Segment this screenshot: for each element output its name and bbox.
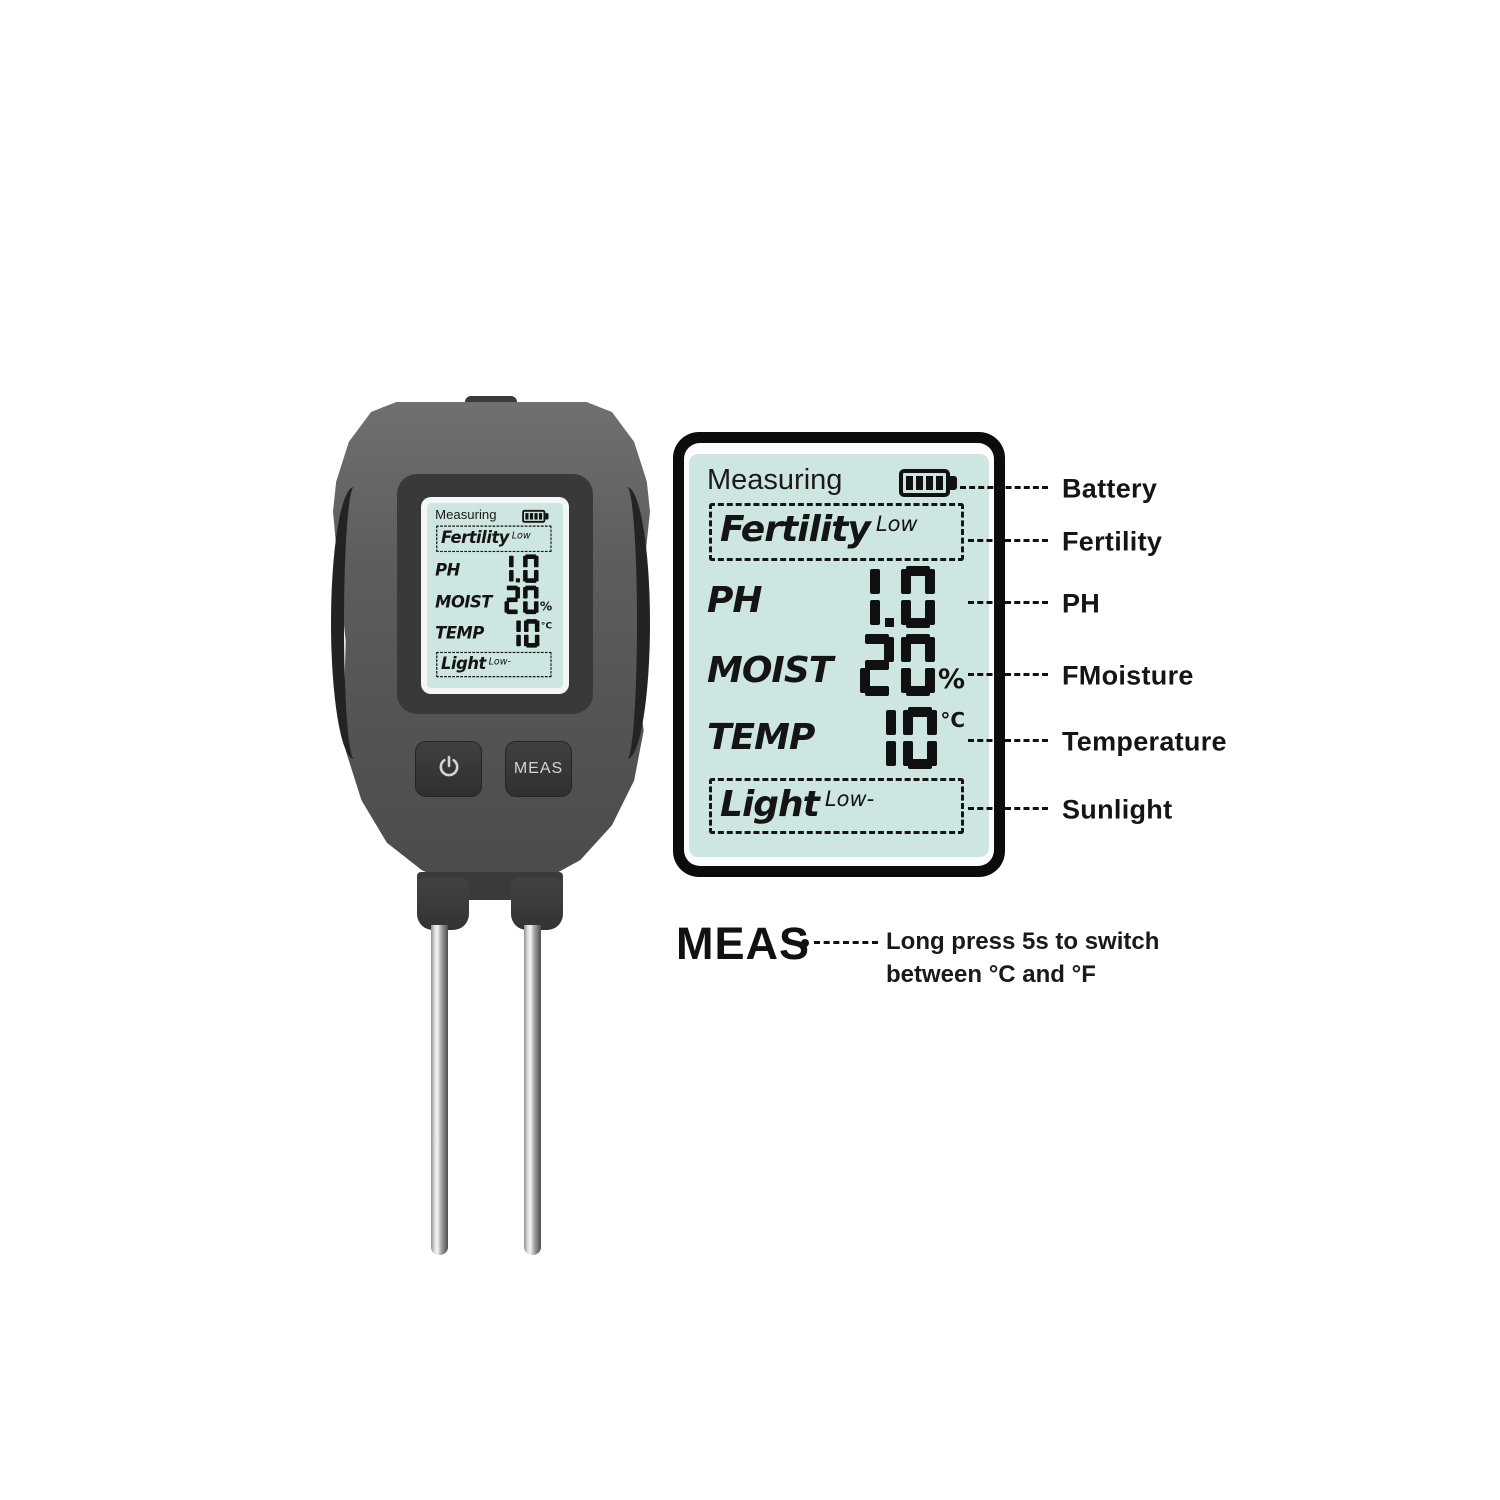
- fertility-value: Low: [875, 512, 918, 536]
- callout-line-fertility: [968, 539, 1048, 542]
- power-button[interactable]: [415, 741, 482, 797]
- moist-unit: %: [937, 664, 965, 695]
- callout-line-temperature: [968, 739, 1048, 742]
- meas-note-line1: Long press 5s to switch: [886, 928, 1160, 955]
- fertility-display-box: Fertility Low: [436, 525, 552, 553]
- meas-callout-note: Long press 5s to switch between °C and °…: [886, 925, 1159, 991]
- moist-unit: %: [539, 599, 553, 614]
- ph-value-digits: [839, 566, 935, 628]
- light-display-box: Light Low-: [709, 778, 964, 834]
- temp-value-digits: [502, 619, 540, 648]
- callout-label-ph: PH: [1062, 588, 1101, 619]
- battery-icon: [522, 509, 549, 523]
- moist-label: MOIST: [707, 650, 833, 691]
- meas-callout-title: MEAS: [676, 918, 811, 969]
- meas-note-line2: between °C and °F: [886, 961, 1096, 988]
- callout-line-moisture: [968, 673, 1048, 676]
- temp-unit: °C: [540, 619, 553, 631]
- moist-value-digits: [853, 634, 935, 696]
- temp-value-digits: [855, 707, 938, 769]
- fertility-label: Fertility: [441, 528, 509, 548]
- meas-button[interactable]: MEAS: [505, 741, 572, 797]
- measuring-label: Measuring: [435, 507, 497, 523]
- light-value: Low-: [488, 655, 511, 667]
- battery-icon: [899, 469, 957, 497]
- ph-label: PH: [707, 580, 763, 621]
- lcd-content-small: Measuring Fertility Low PH MOIST % TEMP …: [427, 503, 563, 688]
- callout-label-temperature: Temperature: [1062, 726, 1227, 757]
- temp-unit: °C: [940, 708, 965, 732]
- power-icon: [435, 753, 463, 786]
- callout-line-ph: [968, 601, 1048, 604]
- meas-callout-dot: [801, 939, 809, 947]
- meas-button-label: MEAS: [513, 760, 564, 777]
- fertility-value: Low: [511, 529, 531, 541]
- ph-value-digits: [495, 554, 539, 583]
- fertility-display-box: Fertility Low: [709, 503, 964, 561]
- probe-left: [431, 925, 448, 1255]
- moist-label: MOIST: [435, 592, 492, 612]
- moist-value-digits: [501, 585, 539, 615]
- probe-socket-left: [417, 878, 469, 930]
- probe-socket-right: [511, 878, 563, 930]
- lcd-content: Measuring Fertility Low PH MOIST % TEMP …: [689, 454, 989, 857]
- temp-label: TEMP: [707, 717, 815, 758]
- device-grip-left: [331, 487, 377, 759]
- probe-right: [524, 925, 541, 1255]
- small-lcd-holder: Measuring Fertility Low PH MOIST % TEMP …: [427, 503, 563, 688]
- callout-label-fertility: Fertility: [1062, 526, 1163, 557]
- temp-label: TEMP: [435, 623, 484, 643]
- measuring-label: Measuring: [707, 464, 843, 496]
- meas-callout-line: [814, 941, 878, 944]
- fertility-label: Fertility: [720, 509, 871, 550]
- callout-label-battery: Battery: [1062, 473, 1158, 504]
- light-label: Light: [720, 784, 820, 825]
- light-value: Low-: [824, 787, 875, 811]
- callout-line-battery: [960, 486, 1048, 489]
- ph-label: PH: [435, 560, 460, 580]
- callout-label-moisture: FMoisture: [1062, 660, 1194, 691]
- light-display-box: Light Low-: [436, 651, 552, 678]
- device-grip-right: [604, 487, 650, 759]
- callout-label-sunlight: Sunlight: [1062, 794, 1173, 825]
- light-label: Light: [441, 654, 486, 674]
- callout-line-sunlight: [968, 807, 1048, 810]
